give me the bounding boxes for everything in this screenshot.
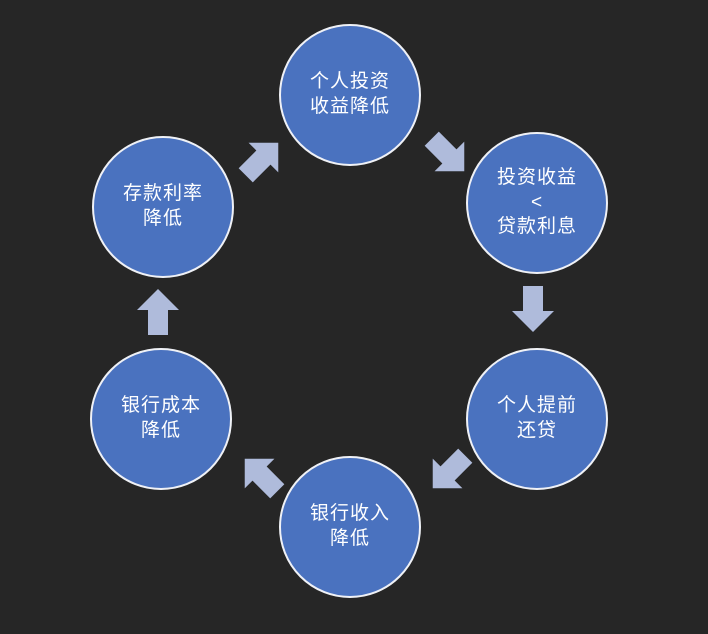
node-label: 银行成本 降低 — [120, 395, 201, 441]
arrow-down-icon — [509, 285, 557, 333]
node-bank-income-decline: 银行收入 降低 — [279, 456, 421, 598]
node-personal-investment-return-decline: 个人投资 收益降低 — [279, 24, 421, 166]
arrow-down-right-icon — [414, 121, 482, 189]
arrow-down-left-icon — [415, 438, 483, 506]
node-label: 银行收入 降低 — [309, 503, 390, 549]
node-label: 个人提前 还贷 — [496, 395, 577, 441]
arrow-up-left-icon — [227, 441, 295, 509]
node-personal-early-loan-repayment: 个人提前 还贷 — [466, 348, 608, 490]
node-label: 存款利率 降低 — [122, 183, 203, 229]
node-label: 投资收益 < 贷款利息 — [496, 166, 577, 238]
arrow-up-icon — [134, 288, 182, 336]
arrow-up-right-icon — [228, 125, 296, 193]
node-bank-cost-decline: 银行成本 降低 — [90, 348, 232, 490]
node-investment-return-less-than-loan-interest: 投资收益 < 贷款利息 — [466, 132, 608, 274]
node-deposit-rate-decline: 存款利率 降低 — [92, 136, 234, 278]
node-label: 个人投资 收益降低 — [309, 71, 390, 117]
